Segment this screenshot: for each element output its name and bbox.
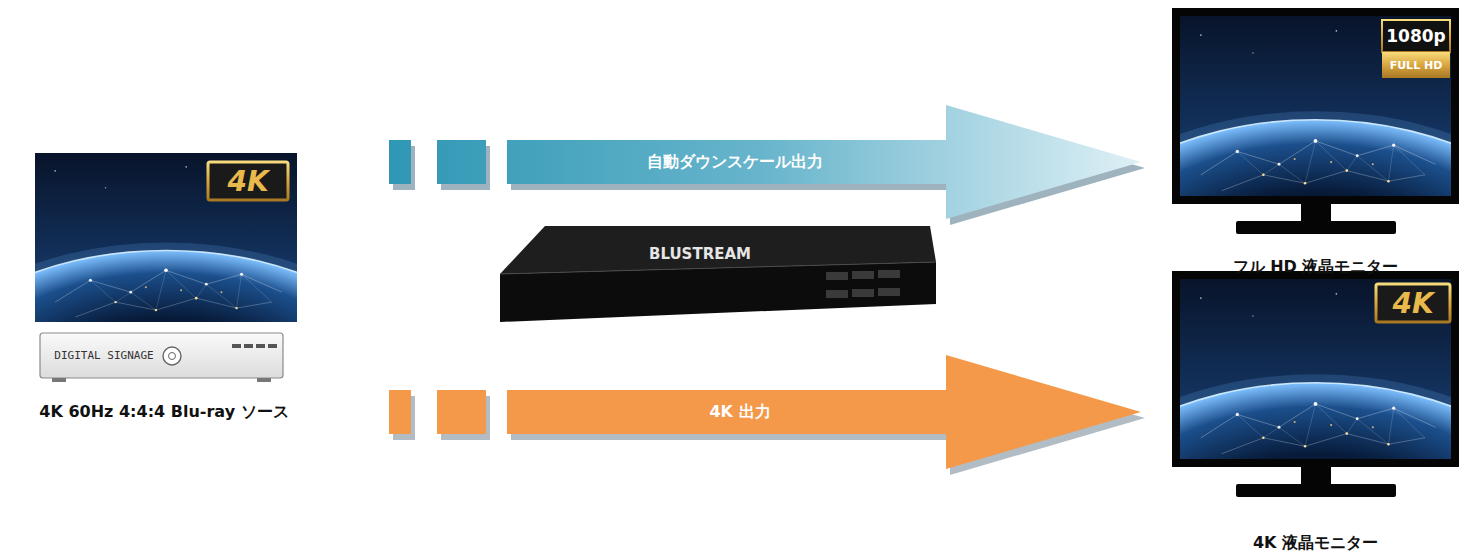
player-knob [169,353,176,360]
monitor-node: 4K 液晶モニター [1172,271,1459,554]
node-caption: フル HD 液晶モニター [1233,256,1399,278]
device-button [878,270,900,278]
fullhd-badge [1382,52,1450,78]
bluray-player [40,333,283,382]
arrow-label: 4K 出力 [709,402,770,422]
earth-image [0,153,428,559]
player-button [244,344,253,348]
resolution-badge: 1080p [1382,20,1450,52]
1080p-badge [1382,20,1450,52]
player-button [232,344,241,348]
player-button [268,344,277,348]
signal-arrow [389,105,1145,225]
player-knob [163,347,181,365]
player-display-text: DIGITAL SIGNAGE [48,346,160,364]
device-button [852,271,874,279]
player-body [40,333,283,378]
player-foot [52,378,66,382]
resolution-badge: FULL HD [1382,52,1450,78]
device-button [878,288,900,296]
arrow-body [389,355,1141,469]
player-button [256,344,265,348]
hdmi-device [500,226,936,322]
monitor-neck [1301,467,1331,485]
4k-badge [1376,284,1450,322]
player-foot [257,378,271,382]
source-screen [0,153,428,559]
source-node: 4K 60Hz 4:4:4 Blu-ray ソース [14,153,314,423]
monitor-neck [1301,204,1331,222]
arrow-body [389,105,1141,219]
device-button [852,289,874,297]
monitor-base [1236,221,1396,234]
node-caption: 4K 液晶モニター [1253,532,1378,554]
monitor-base [1236,484,1396,497]
signal-arrow [389,355,1145,475]
resolution-badge: 4K [1376,284,1450,322]
device-front [500,262,936,322]
node-caption: 4K 60Hz 4:4:4 Blu-ray ソース [39,401,288,423]
brand-logo: BLUSTREAM [600,244,800,264]
resolution-badge: 4K [208,162,288,200]
arrow-label: 自動ダウンスケール出力 [647,152,823,172]
4k-badge [208,162,288,200]
monitor-node: フル HD 液晶モニター [1172,8,1459,278]
device-button [826,272,848,280]
device-button [826,290,848,298]
